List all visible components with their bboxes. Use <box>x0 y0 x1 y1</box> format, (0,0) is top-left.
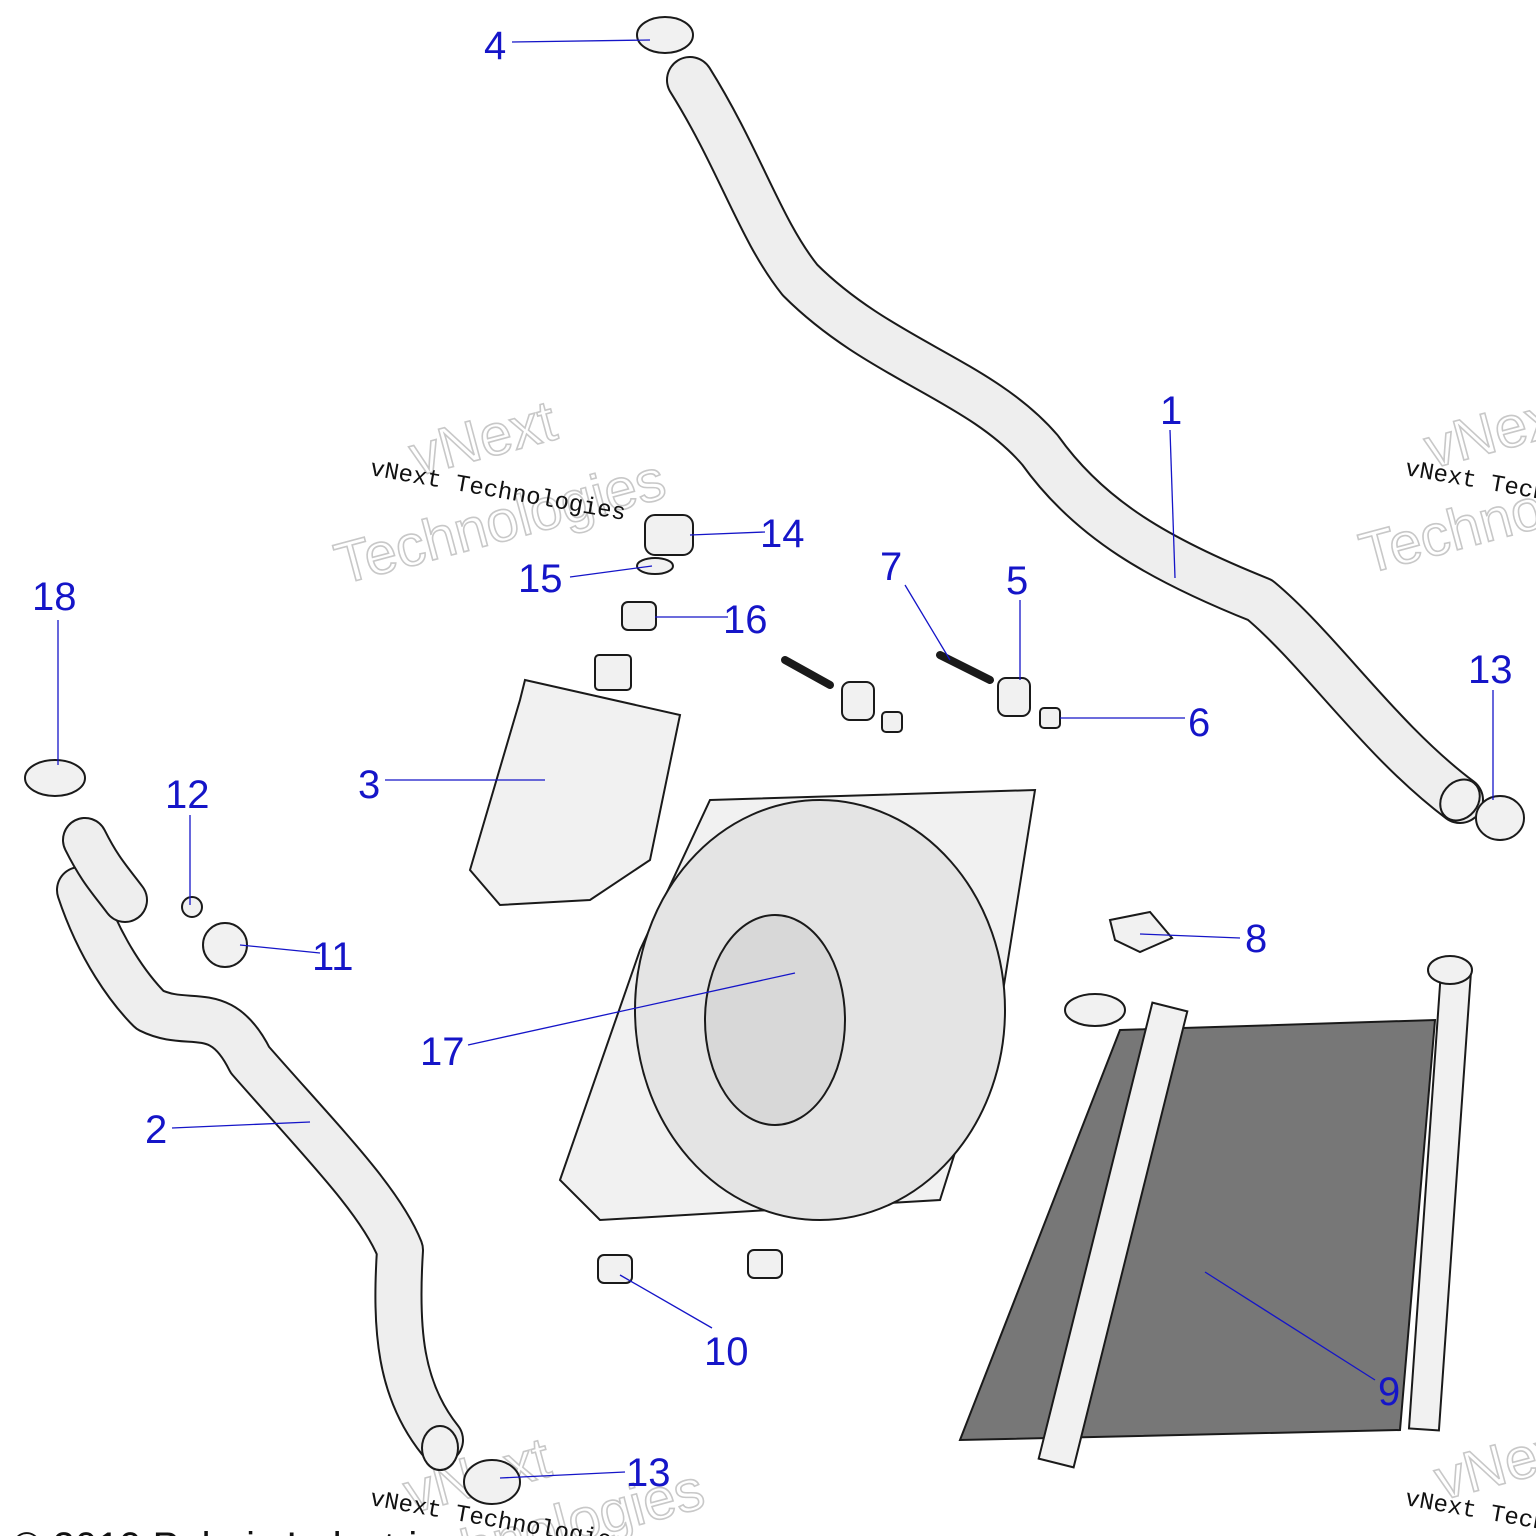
callout-4: 4 <box>484 24 506 68</box>
rubber-mount-10 <box>597 1254 633 1284</box>
callout-12: 12 <box>165 773 210 817</box>
callout-labels: 1 2 3 4 5 6 7 8 9 10 11 12 13 13 14 15 1… <box>32 24 1513 1495</box>
callout-16: 16 <box>723 598 768 642</box>
coolant-reservoir <box>468 654 682 907</box>
mount-bracket <box>1108 910 1174 954</box>
hose-clamp-18 <box>24 759 86 797</box>
callout-11: 11 <box>312 935 354 979</box>
callout-3: 3 <box>358 763 380 807</box>
callout-13-upper: 13 <box>1468 648 1513 692</box>
copyright-text: © 2019 Polaris Industries <box>12 1525 459 1536</box>
callout-2: 2 <box>145 1108 167 1152</box>
rubber-mount-10b <box>747 1249 783 1279</box>
callout-10: 10 <box>704 1330 749 1374</box>
callout-9: 9 <box>1378 1370 1400 1414</box>
hose-clamp-4 <box>636 16 694 54</box>
callout-17: 17 <box>420 1030 465 1074</box>
hose-lower <box>56 817 464 1471</box>
fan-shroud-assembly <box>558 788 1037 1222</box>
hose-clamp-13-upper <box>1475 795 1525 841</box>
callout-14: 14 <box>760 512 805 556</box>
radiator <box>958 955 1473 1469</box>
callout-1: 1 <box>1160 389 1182 433</box>
callout-8: 8 <box>1245 917 1267 961</box>
callout-13-lower: 13 <box>626 1451 671 1495</box>
leader-lines <box>57 39 1494 1479</box>
p-clamp <box>202 922 248 968</box>
callout-7: 7 <box>880 545 902 589</box>
hose-upper <box>666 56 1484 824</box>
push-fastener <box>181 896 203 918</box>
reservoir-cap <box>644 514 694 556</box>
callout-18: 18 <box>32 575 77 619</box>
callout-5: 5 <box>1006 559 1028 603</box>
cap-gasket <box>636 557 674 575</box>
callout-6: 6 <box>1188 701 1210 745</box>
callout-15: 15 <box>518 557 563 601</box>
mount-hardware <box>781 651 1061 733</box>
strainer-insert <box>621 601 657 631</box>
hose-clamp-13-lower <box>463 1459 521 1505</box>
